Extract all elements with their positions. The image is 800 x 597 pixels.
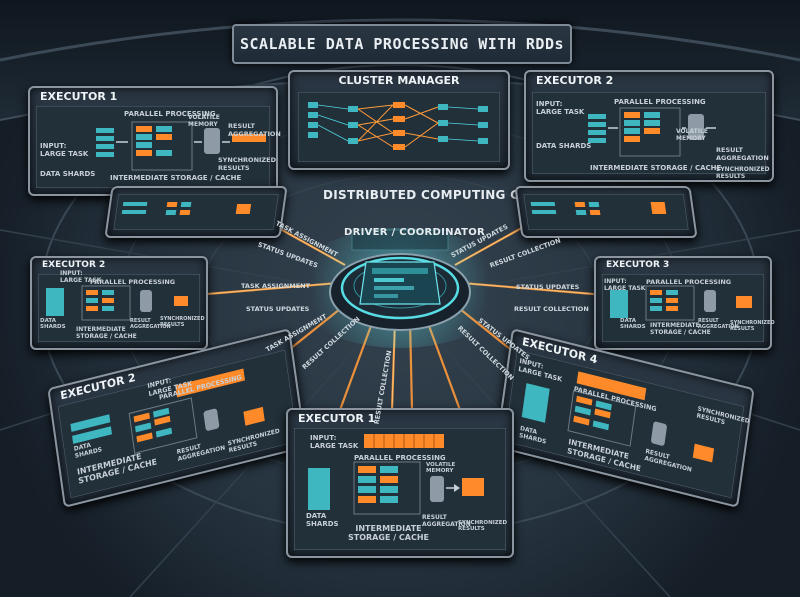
executor-parallel-label: PARALLEL PROCESSING [614, 98, 706, 106]
executor-memory-label: VOLATILE MEMORY [426, 462, 456, 474]
executor-pipeline-graphic [113, 194, 279, 230]
executor-input-label: INPUT: LARGE TASK [310, 434, 359, 450]
executor-panel-top-right: EXECUTOR 2 INPUT: LARGE TASK DATA SHARDS… [524, 70, 774, 182]
diagram-title-box: SCALABLE DATA PROCESSING WITH RDDs [232, 24, 572, 64]
cluster-manager-network-graphic [298, 92, 500, 162]
executor-memory-label: VOLATILE MEMORY [188, 114, 220, 128]
executor-panel-low-left: EXECUTOR 2 INPUT: LARGE TASK PARALLEL PR… [47, 328, 307, 508]
executor-pipeline-graphic [523, 194, 689, 230]
executor-pipeline-graphic [532, 92, 766, 174]
executor-panel-low-right: EXECUTOR 4 INPUT: LARGE TASK PARALLEL PR… [495, 328, 755, 508]
executor-input-label: INPUT: LARGE TASK [536, 100, 585, 116]
executor-shards-label: DATA SHARDS [536, 142, 592, 150]
executor-panel-back-left [104, 186, 288, 238]
link-label-status-updates: STATUS UPDATES [516, 283, 580, 291]
executor-parallel-label: PARALLEL PROCESSING [354, 454, 446, 462]
executor-pipeline-graphic [602, 274, 764, 342]
executor-input-label: INPUT: LARGE TASK [40, 142, 89, 158]
link-label-status-updates: STATUS UPDATES [246, 305, 310, 313]
link-label-result-collection: RESULT COLLECTION [514, 305, 589, 313]
executor-storage-label: INTERMEDIATE STORAGE / CACHE [590, 164, 722, 172]
executor-panel-mid-right: EXECUTOR 3 INPUT: LARGE TASK PARALLEL PR… [594, 256, 775, 350]
executor-title: EXECUTOR 1 [298, 412, 376, 425]
executor-storage-label: INTERMEDIATE STORAGE / CACHE [76, 326, 137, 340]
executor-sync-label: SYNCHRONIZED RESULTS [160, 316, 205, 328]
executor-result-label: RESULT AGGREGATION [228, 122, 281, 138]
executor-storage-label: INTERMEDIATE STORAGE / CACHE [110, 174, 242, 182]
executor-title: EXECUTOR 3 [606, 260, 670, 270]
executor-pipeline-graphic [294, 428, 506, 550]
executor-title: EXECUTOR 2 [536, 74, 614, 87]
diagram-title: SCALABLE DATA PROCESSING WITH RDDs [239, 35, 565, 53]
executor-pipeline-graphic [57, 349, 298, 499]
executor-pipeline-graphic [36, 106, 270, 188]
executor-result-label: RESULT AGGREGATION [130, 318, 171, 330]
executor-parallel-label: PARALLEL PROCESSING [646, 278, 732, 286]
executor-panel-top-left: EXECUTOR 1 INPUT: LARGE TASK DATA SHARDS… [28, 86, 281, 196]
cluster-manager-title: CLUSTER MANAGER [338, 74, 460, 87]
executor-sync-label: SYNCHRONIZED RESULTS [716, 166, 770, 180]
executor-storage-label: INTERMEDIATE STORAGE / CACHE [348, 524, 429, 542]
executor-panel-back-right [514, 186, 698, 238]
executor-panel-mid-left: EXECUTOR 2 INPUT: LARGE TASK PARALLEL PR… [30, 256, 208, 350]
cluster-label: DISTRIBUTED COMPUTING CLUSTER [323, 188, 573, 202]
driver-title: DRIVER / COORDINATOR [344, 227, 486, 238]
executor-title: EXECUTOR 1 [40, 90, 118, 103]
executor-sync-label: SYNCHRONIZED RESULTS [458, 520, 508, 532]
executor-memory-label: VOLATILE MEMORY [676, 128, 708, 142]
link-label-task-assignment: TASK ASSIGNMENT [241, 282, 311, 290]
executor-result-label: RESULT AGGREGATION [716, 146, 769, 162]
executor-sync-label: SYNCHRONIZED RESULTS [730, 320, 775, 332]
executor-sync-label: SYNCHRONIZED RESULTS [218, 156, 276, 172]
executor-shards-label: DATA SHARDS [306, 512, 339, 528]
executor-result-label: RESULT AGGREGATION [698, 318, 739, 330]
executor-shards-label: DATA SHARDS [40, 170, 96, 178]
executor-title: EXECUTOR 2 [42, 260, 106, 270]
executor-shards-label: DATA SHARDS [40, 318, 66, 330]
executor-input-label: INPUT: LARGE TASK [604, 278, 646, 292]
executor-pipeline-graphic [504, 349, 745, 499]
executor-parallel-label: PARALLEL PROCESSING [124, 110, 216, 118]
cluster-manager-panel: CLUSTER MANAGER [288, 70, 510, 170]
executor-shards-label: DATA SHARDS [620, 318, 646, 330]
executor-pipeline-graphic [38, 274, 200, 342]
executor-panel-bottom: EXECUTOR 1 INPUT: LARGE TASK PARALLEL PR… [286, 408, 514, 558]
executor-result-label: RESULT AGGREGATION [422, 514, 471, 528]
executor-input-label: INPUT: LARGE TASK [60, 270, 102, 284]
executor-storage-label: INTERMEDIATE STORAGE / CACHE [650, 322, 711, 336]
executor-parallel-label: PARALLEL PROCESSING [90, 278, 176, 286]
